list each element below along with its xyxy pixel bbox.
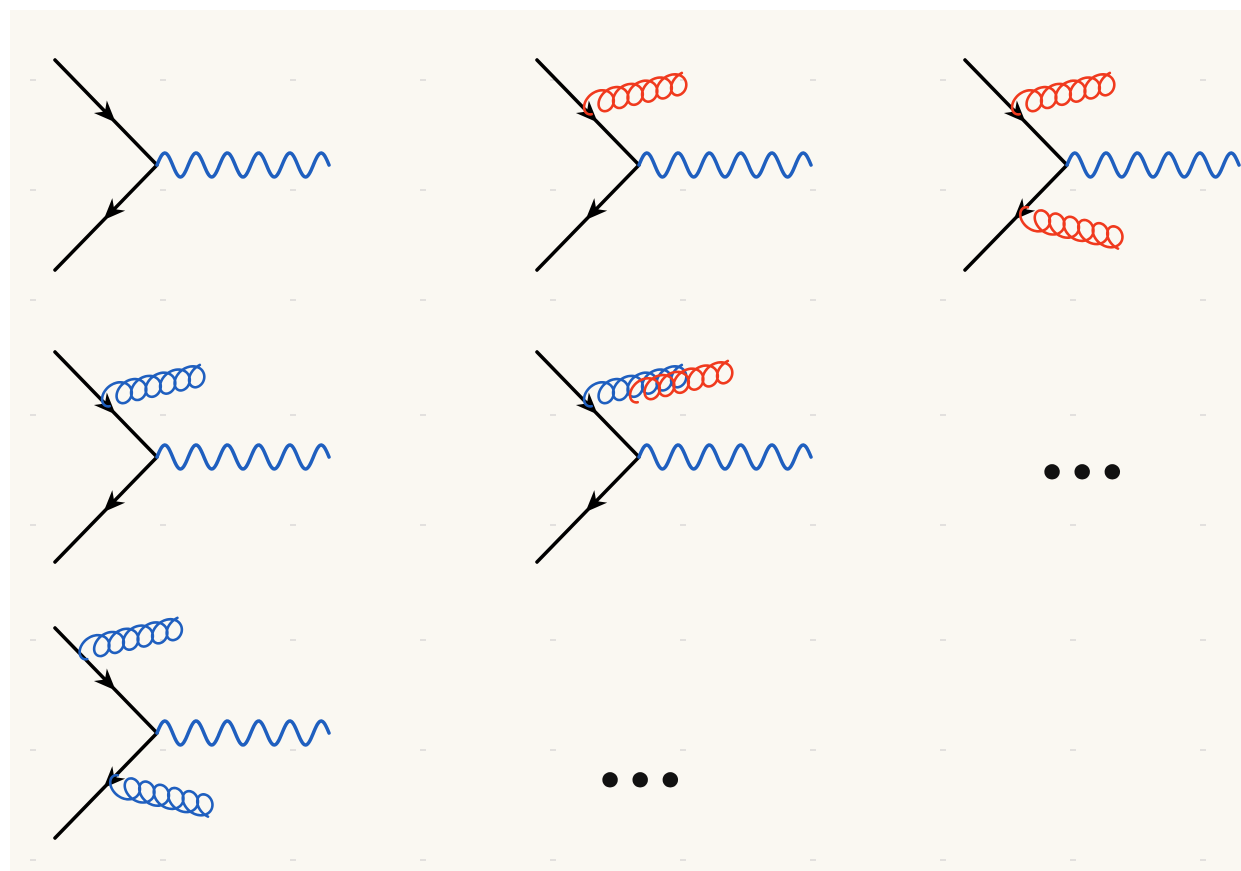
photon-line (1065, 151, 1241, 179)
diagram-two-blue-gluons (53, 616, 331, 840)
diagram-one-red-gluon-incoming (535, 58, 813, 272)
fermion-arrow (585, 198, 608, 221)
ellipsis-row-2: ••• (1038, 448, 1129, 499)
gluon-blue-incoming-1 (78, 616, 184, 661)
photon-line (637, 151, 813, 179)
gluon-blue-incoming-1 (582, 363, 688, 408)
background-dash-grid (30, 79, 1206, 861)
fermion-arrow (575, 100, 598, 123)
diagram-one-blue-gluon-incoming (53, 350, 331, 564)
fermion-arrow (1003, 100, 1026, 123)
gluon-red-incoming-1 (582, 71, 688, 116)
fermion-arrow (93, 392, 116, 415)
fermion-arrow (103, 198, 126, 221)
photon-line (155, 719, 331, 747)
ellipsis-row-3: ••• (596, 756, 687, 807)
diagram-born-vertex (53, 58, 331, 272)
gluon-red-incoming-2 (628, 359, 734, 404)
fermion-arrow (93, 100, 116, 123)
fermion-arrow (93, 668, 116, 691)
photon-line (155, 443, 331, 471)
fermion-arrow (575, 392, 598, 415)
fermion-arrow (103, 766, 126, 789)
gluon-red-incoming-1 (1010, 71, 1116, 116)
diagram-blue-and-red-gluons-incoming (535, 350, 813, 564)
fermion-arrow (585, 490, 608, 513)
photon-line (637, 443, 813, 471)
fermion-arrow (1013, 198, 1036, 221)
diagram-two-red-gluons (963, 58, 1241, 272)
diagram-set (53, 58, 1241, 840)
photon-line (155, 151, 331, 179)
gluon-red-outgoing-1 (1018, 205, 1124, 250)
fermion-arrow (103, 490, 126, 513)
gluon-blue-incoming-1 (100, 363, 206, 408)
gluon-blue-outgoing-1 (108, 773, 214, 818)
